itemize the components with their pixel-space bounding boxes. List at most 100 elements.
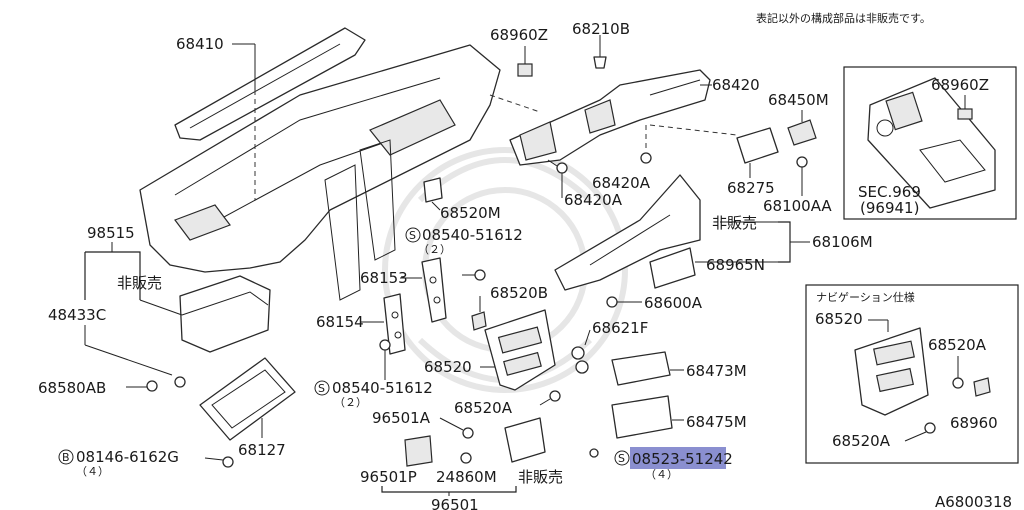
- part-68965N: 68965N: [706, 256, 765, 274]
- fastener-s2-qty: （２）: [334, 396, 367, 409]
- part-68621F: 68621F: [592, 319, 648, 337]
- b-mark-text: B: [62, 451, 70, 464]
- fastener-s1-code: 08540-51612: [422, 226, 523, 244]
- fastener-s3-code[interactable]: 08523-51242: [632, 450, 733, 468]
- inset-nav-68520A-bottom: 68520A: [832, 432, 891, 450]
- part-24860M: 24860M: [436, 468, 497, 486]
- center-bezel-68520: [484, 309, 556, 391]
- s-mark-3-text: S: [618, 452, 625, 465]
- b-mark: [58, 449, 74, 465]
- part-68106M: 68106M: [812, 233, 873, 251]
- part-68960Z: 68960Z: [490, 26, 548, 44]
- fastener-s3-qty: （４）: [645, 468, 678, 481]
- inset-nav-frame: [805, 284, 1019, 464]
- header-note: 表記以外の構成部品は非販売です。: [756, 11, 931, 25]
- part-68520A: 68520A: [454, 399, 513, 417]
- fastener-b1-qty: （４）: [76, 465, 109, 478]
- inset-part-68960Z: 68960Z: [931, 76, 989, 94]
- screw-nav-68520A-bottom: [924, 422, 936, 434]
- part-48433C: 48433C: [48, 306, 106, 324]
- figure-code: A6800318: [935, 493, 1012, 510]
- inset-nav-title: ナビゲーション仕様: [816, 290, 915, 304]
- s-mark-3: [614, 450, 630, 466]
- bracket-68127: [199, 357, 296, 441]
- clip-68960Z: [517, 63, 533, 77]
- clip-96501P: [404, 435, 433, 467]
- clip-inset-68960Z: [957, 108, 973, 120]
- part-96501A: 96501A: [372, 409, 431, 427]
- cover-68275: [736, 127, 779, 164]
- fastener-b1-code: 08146-6162G: [76, 448, 179, 466]
- highlight-box: [630, 447, 726, 469]
- lower-cover-68106M: [554, 174, 701, 291]
- screw-s1: [474, 269, 486, 281]
- not-sold-68106M: 非販売: [712, 214, 757, 232]
- clip-68520M: [423, 177, 443, 203]
- part-68580AB: 68580AB: [38, 379, 106, 397]
- part-68420A-left: 68420A: [564, 191, 623, 209]
- part-98515: 98515: [87, 224, 135, 242]
- part-68420: 68420: [712, 76, 760, 94]
- unit-96501: [504, 417, 546, 463]
- dashboard-panel: [139, 44, 501, 301]
- part-68420A-right: 68420A: [592, 174, 651, 192]
- part-68450M: 68450M: [768, 91, 829, 109]
- s-mark-1-text: S: [409, 229, 416, 242]
- inset-nav-68960: 68960: [950, 414, 998, 432]
- s-mark-2: [314, 380, 330, 396]
- inset-nav-68520: 68520: [815, 310, 863, 328]
- part-68473M: 68473M: [686, 362, 747, 380]
- part-68520B: 68520B: [490, 284, 548, 302]
- tray-68473M: [611, 351, 671, 386]
- screws-68580AB: [146, 376, 186, 392]
- part-96501P: 96501P: [360, 468, 417, 486]
- nav-bezel: [854, 327, 929, 416]
- part-68210B: 68210B: [572, 20, 630, 38]
- not-sold-96501: 非販売: [518, 468, 563, 486]
- s-mark-1: [405, 227, 421, 243]
- part-68127: 68127: [238, 441, 286, 459]
- pocket-68965N: [649, 247, 696, 289]
- part-68154: 68154: [316, 313, 364, 331]
- part-68275: 68275: [727, 179, 775, 197]
- part-68600A: 68600A: [644, 294, 703, 312]
- inset-sec-sub: (96941): [860, 199, 919, 217]
- clip-68210B: [593, 56, 607, 69]
- screw-68600A: [606, 296, 618, 308]
- screw-96501A: [462, 427, 474, 439]
- cap-68450M: [787, 119, 817, 146]
- part-68153: 68153: [360, 269, 408, 287]
- screw-68100AA: [796, 156, 808, 168]
- bracket-68153: [421, 257, 447, 323]
- bolt-b1: [222, 456, 234, 468]
- screw-nav-68520A-top: [952, 377, 964, 389]
- box-68475M: [611, 395, 673, 439]
- part-68410: 68410: [176, 35, 224, 53]
- fastener-s1-qty: （２）: [418, 243, 451, 256]
- part-68100AA: 68100AA: [763, 197, 832, 215]
- clip-nav-68960: [973, 377, 991, 397]
- screw-68420A-b: [640, 125, 652, 164]
- vent-assembly-68420: [509, 69, 711, 166]
- fastener-s2-code: 08540-51612: [332, 379, 433, 397]
- bracket-68154: [383, 293, 406, 355]
- screw-s3: [589, 448, 599, 458]
- s-mark-2-text: S: [318, 382, 325, 395]
- part-96501: 96501: [431, 496, 479, 510]
- airbag-module: [179, 275, 271, 353]
- screw-68520A: [549, 390, 561, 402]
- console-unit: [867, 77, 996, 209]
- inset-nav-68520A-top: 68520A: [928, 336, 987, 354]
- clip-68520B: [471, 311, 487, 331]
- part-68520M: 68520M: [440, 204, 501, 222]
- clip-24860M: [460, 452, 472, 464]
- clips-68621F: [571, 346, 589, 374]
- part-68475M: 68475M: [686, 413, 747, 431]
- screw-s2: [379, 339, 391, 351]
- top-cover-68410: [174, 27, 366, 141]
- inset-top-frame: [843, 66, 1017, 220]
- not-sold-airbag: 非販売: [117, 274, 162, 292]
- part-68520: 68520: [424, 358, 472, 376]
